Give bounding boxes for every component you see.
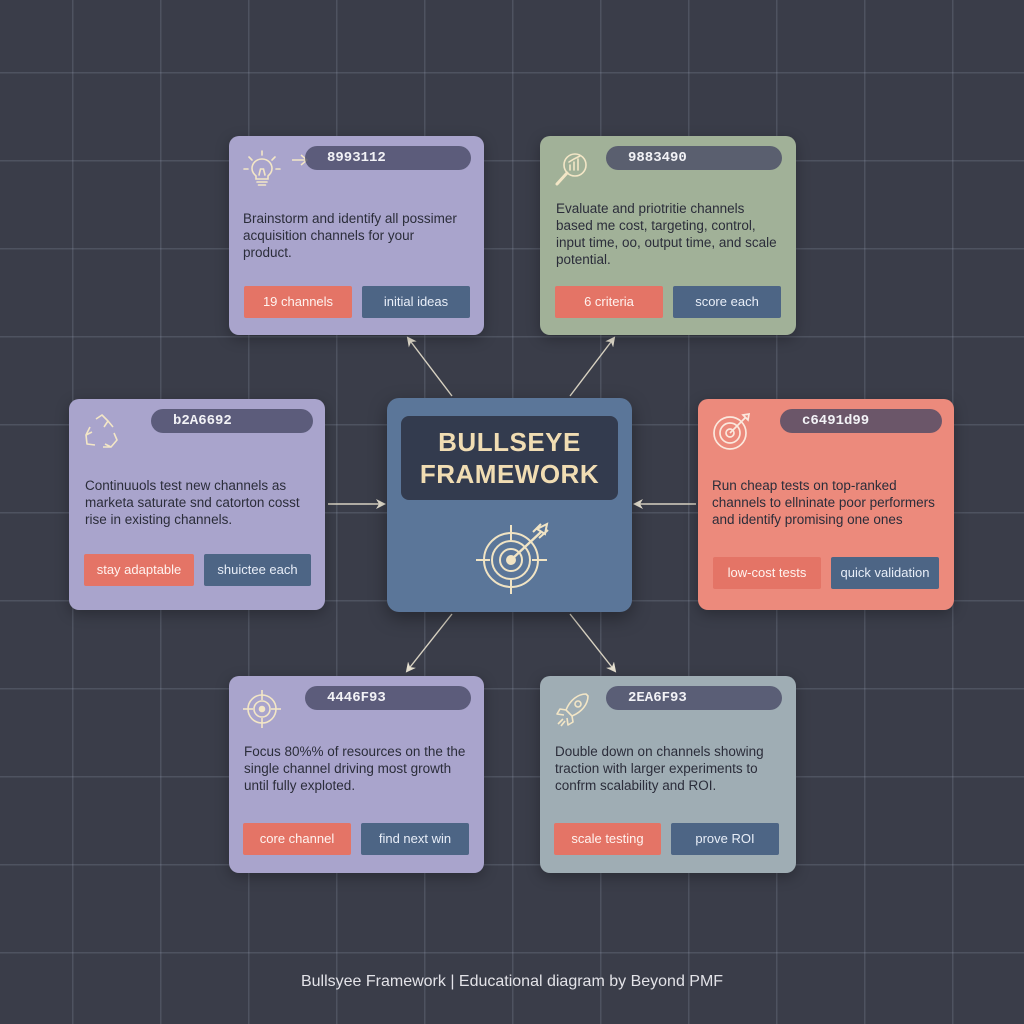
title-line-2: FRAMEWORK bbox=[419, 459, 600, 489]
rocket-icon bbox=[556, 693, 589, 727]
arrow-to-brainstorm bbox=[406, 336, 453, 397]
crosshair-icon bbox=[243, 690, 281, 728]
framework-title: BULLSEYE FRAMEWORK bbox=[401, 416, 618, 500]
magnifier-chart-icon bbox=[555, 153, 587, 186]
card-code: 2EA6F93 bbox=[606, 686, 782, 710]
tag-channels: 19 channels bbox=[244, 286, 352, 318]
tag-low-cost-tests: low-cost tests bbox=[713, 557, 821, 589]
card-iterate: b2A6692 Continuuols test new channels as… bbox=[69, 399, 325, 610]
arrow-to-rank bbox=[569, 336, 616, 397]
card-description: Focus 80%% of resources on the the singl… bbox=[244, 744, 466, 793]
tag-scale-testing: scale testing bbox=[554, 823, 661, 855]
card-test: c6491d99 Run cheap tests on top-ranked c… bbox=[698, 399, 954, 610]
card-code: c6491d99 bbox=[780, 409, 942, 433]
card-code: 9883490 bbox=[606, 146, 782, 170]
lightbulb-icon bbox=[243, 150, 281, 186]
tag-initial-ideas: initial ideas bbox=[362, 286, 470, 318]
card-brainstorm: 8993112 Brainstorm and identify all poss… bbox=[229, 136, 484, 335]
target-arrow-icon bbox=[476, 522, 549, 594]
card-description: Double down on channels showing traction… bbox=[555, 744, 764, 793]
card-description: Brainstorm and identify all possimer acq… bbox=[243, 211, 457, 260]
tag-each: shuictee each bbox=[204, 554, 311, 586]
tag-core-channel: core channel bbox=[243, 823, 351, 855]
card-code: 4446F93 bbox=[305, 686, 471, 710]
card-code: 8993112 bbox=[305, 146, 471, 170]
card-rank: 9883490 Evaluate and priotritie channels… bbox=[540, 136, 796, 335]
recycle-icon bbox=[85, 414, 118, 448]
card-focus: 4446F93 Focus 80%% of resources on the t… bbox=[229, 676, 484, 873]
tag-score-each: score each bbox=[673, 286, 781, 318]
arrow-to-scale bbox=[569, 613, 617, 673]
tag-prove-roi: prove ROI bbox=[671, 823, 779, 855]
card-scale: 2EA6F93 Double down on channels showing … bbox=[540, 676, 796, 873]
center-panel: BULLSEYE FRAMEWORK bbox=[387, 398, 632, 612]
card-description: Run cheap tests on top-ranked channels t… bbox=[712, 478, 935, 527]
tag-criteria: 6 criteria bbox=[555, 286, 663, 318]
tag-find-next-win: find next win bbox=[361, 823, 469, 855]
card-description: Continuuols test new channels as marketa… bbox=[85, 478, 300, 527]
tag-quick-validation: quick validation bbox=[831, 557, 939, 589]
card-code: b2A6692 bbox=[151, 409, 313, 433]
footer-caption: Bullsyee Framework | Educational diagram… bbox=[300, 973, 724, 990]
title-line-1: BULLSEYE bbox=[438, 427, 581, 457]
tag-stay-adaptable: stay adaptable bbox=[84, 554, 194, 586]
card-description: Evaluate and priotritie channels based m… bbox=[556, 201, 777, 267]
arrow-to-focus bbox=[405, 613, 453, 673]
target-icon bbox=[713, 412, 751, 450]
